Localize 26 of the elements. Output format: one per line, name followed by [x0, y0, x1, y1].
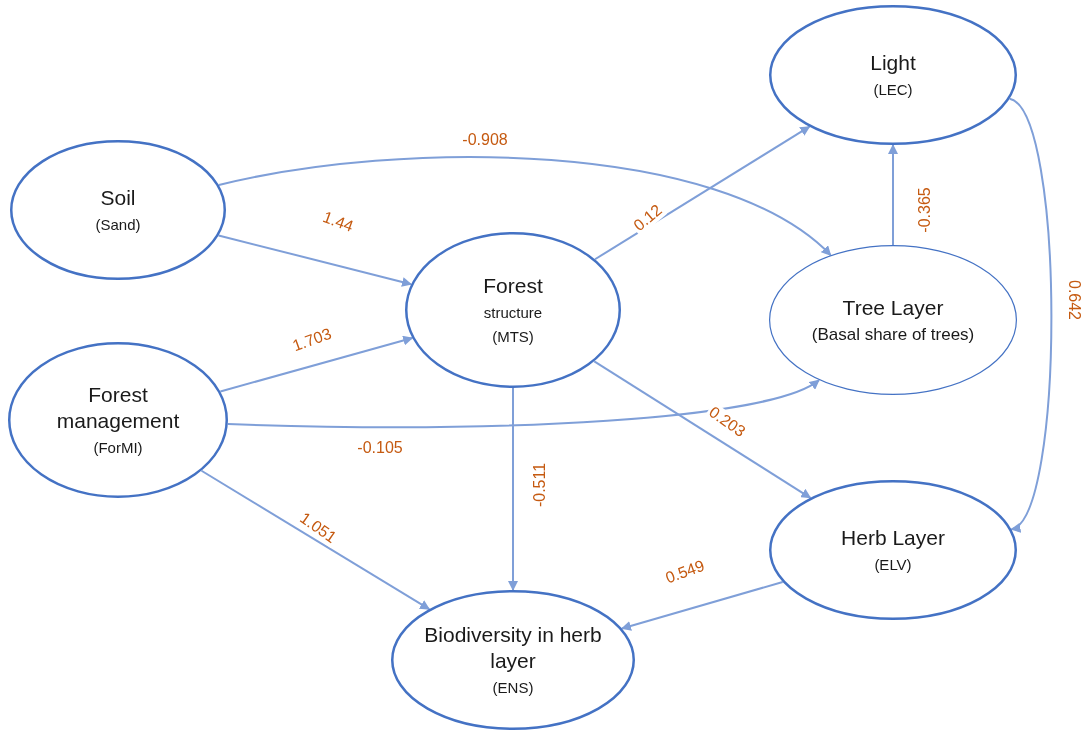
arrow — [200, 469, 431, 611]
node-subtitle: (MTS) — [491, 327, 535, 347]
arrow — [888, 144, 898, 246]
arrow — [219, 335, 414, 393]
arrow — [217, 234, 413, 287]
node-subtitle: (Basal share of trees) — [810, 323, 976, 346]
arrow — [217, 156, 832, 257]
arrow — [1008, 97, 1053, 531]
node-subtitle: (ENS) — [491, 678, 535, 698]
node-subtitle: structure — [482, 303, 544, 323]
node-title: Tree Layer — [841, 294, 945, 321]
node-subtitle: (ELV) — [873, 555, 913, 575]
node-title: Soil — [99, 185, 137, 211]
arrow — [508, 387, 518, 591]
node-subtitle: (Sand) — [94, 215, 142, 235]
arrow — [620, 580, 784, 631]
arrow — [594, 125, 811, 261]
node-title: Biodiversity in herb layer — [423, 622, 603, 674]
node-title: Light — [869, 50, 917, 76]
node-subtitle: (ForMI) — [92, 438, 144, 458]
node-title: Forest — [482, 273, 544, 299]
node-subtitle: (LEC) — [872, 80, 914, 100]
arrow — [226, 379, 820, 428]
arrow — [593, 360, 812, 499]
node-title: Forest management — [55, 382, 181, 434]
node-title: Herb Layer — [840, 525, 946, 551]
